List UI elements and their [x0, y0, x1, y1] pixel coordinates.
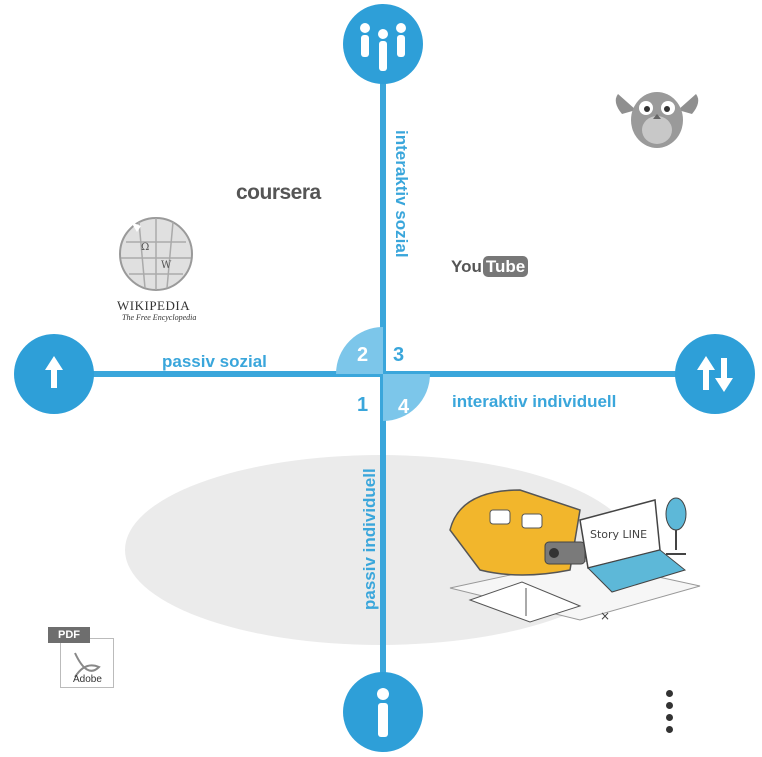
passiv-individuell-label: passiv individuell: [360, 468, 379, 610]
pdf-document-icon: Adobe: [60, 638, 114, 688]
storyline-illustration: Story LINE ×: [449, 489, 701, 623]
interaktiv-individuell-label: interaktiv individuell: [452, 392, 617, 411]
person-icon: [377, 688, 389, 737]
wikipedia-tagline: The Free Encyclopedia: [122, 313, 197, 322]
adobe-label: Adobe: [73, 674, 102, 685]
left-circle: [14, 334, 94, 414]
youtube-you-text: You: [451, 257, 482, 276]
quadrant-3-number: 3: [393, 344, 405, 366]
wikipedia-globe-icon: Ω W: [119, 217, 193, 291]
storyline-text: Story LINE: [590, 528, 647, 541]
right-circle: [675, 334, 755, 414]
group-icon: [360, 23, 406, 71]
coursera-logo: coursera: [236, 181, 321, 204]
interaktiv-sozial-label: interaktiv sozial: [392, 130, 411, 258]
passiv-sozial-label: passiv sozial: [162, 352, 267, 371]
owl-icon: [615, 92, 699, 148]
arrows-up-down-icon: [697, 356, 733, 392]
quadrant-4-wedge: [383, 374, 430, 421]
acrobat-icon: [74, 652, 101, 678]
quadrant-2-wedge: [336, 327, 383, 374]
quadrant-wedges: [336, 327, 430, 421]
quadrant-1-number: 1: [357, 394, 369, 416]
arrow-up-icon: [45, 356, 63, 388]
svg-text:Ω: Ω: [141, 242, 149, 253]
quadrant-4-number: 4: [398, 396, 410, 418]
continuation-dots: [666, 690, 673, 738]
wikipedia-wordmark: WIKIPEDIA: [117, 298, 191, 313]
bottom-circle: [343, 672, 423, 752]
youtube-tube-text: Tube: [482, 256, 529, 277]
svg-text:W: W: [161, 260, 172, 271]
svg-text:×: ×: [600, 609, 610, 623]
pdf-badge: PDF: [48, 627, 90, 643]
top-circle: [343, 4, 423, 84]
quadrant-2-number: 2: [357, 344, 369, 366]
